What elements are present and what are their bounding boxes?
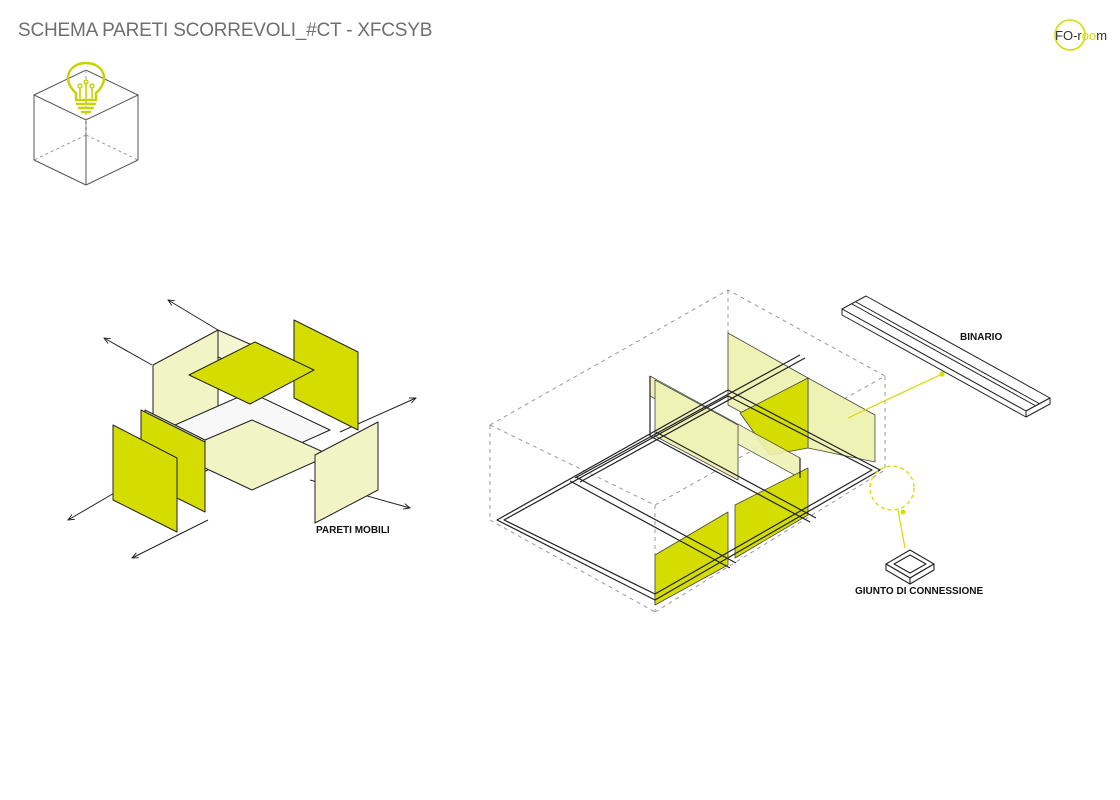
- arrow-front-left: [68, 491, 117, 520]
- logo-r: r: [1077, 28, 1082, 43]
- svg-text:FO-room: FO-room: [1055, 28, 1107, 43]
- detail-circle: [869, 465, 915, 511]
- logo-circle: [1054, 19, 1086, 51]
- label-giunto-di-connessione: GIUNTO DI CONNESSIONE: [855, 586, 983, 597]
- leader-binario-dot: [939, 371, 945, 377]
- floor-rails: [496, 354, 881, 601]
- arrow-left: [104, 338, 153, 366]
- label-binario: BINARIO: [960, 332, 1002, 343]
- logo-dash: -: [1073, 28, 1077, 43]
- panel-top: [188, 341, 315, 405]
- logo-m: m: [1096, 28, 1107, 43]
- wall-left-front: [112, 424, 178, 533]
- label-pareti-mobili: PARETI MOBILI: [316, 525, 390, 536]
- connection-joint: [885, 549, 935, 585]
- arrow-front: [132, 519, 209, 558]
- callout-leaders: [847, 371, 945, 549]
- arrow-back-left: [168, 300, 219, 331]
- logo-oo: oo: [1082, 28, 1096, 43]
- page-title: SCHEMA PARETI SCORREVOLI_#CT - XFCSYB: [18, 20, 433, 41]
- logo-prefix: FO: [1055, 28, 1073, 43]
- room-assembly-diagram: [489, 289, 886, 613]
- exploded-walls-diagram: [68, 300, 416, 558]
- leader-giunto: [897, 509, 906, 549]
- leader-binario: [847, 373, 943, 419]
- wall-front-right: [314, 421, 379, 524]
- sliding-panel-front-right: [734, 467, 809, 559]
- rail-binario: [841, 295, 1051, 418]
- sliding-panel-front-left: [654, 511, 729, 606]
- brand-logo: FO-room: [1054, 19, 1107, 51]
- lightbulb-icon: [66, 61, 106, 114]
